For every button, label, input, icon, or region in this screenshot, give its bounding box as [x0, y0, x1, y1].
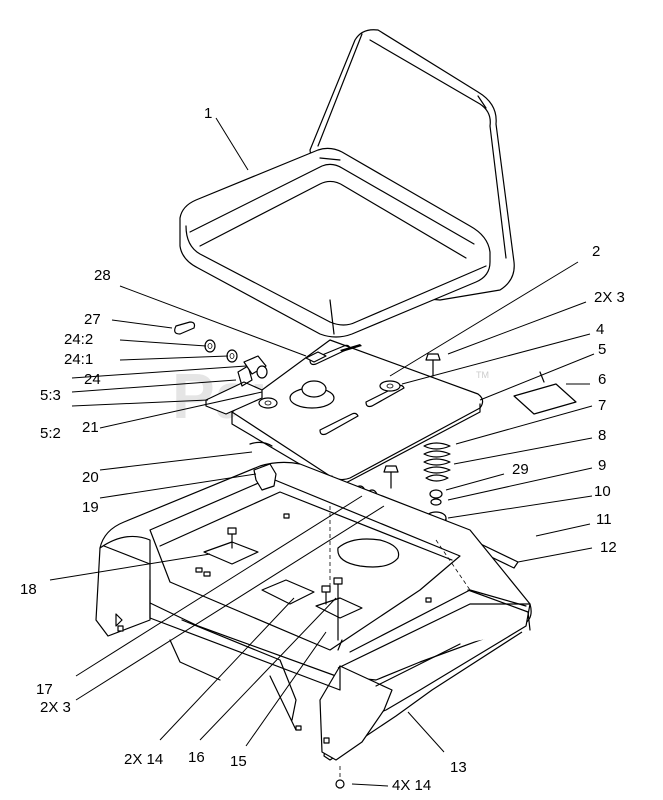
callout-24-2: 24:2: [64, 331, 93, 348]
callout-2x3-top: 2X 3: [594, 289, 625, 306]
callout-21: 21: [82, 419, 99, 436]
callout-17: 17: [36, 681, 53, 698]
callout-18: 18: [20, 581, 37, 598]
callout-5: 5: [598, 341, 606, 358]
callout-15: 15: [230, 753, 247, 770]
callout-labels: 1 2 2X 3 4 5 6 7 8 9 10 11 12 13 4X 14 1…: [20, 105, 625, 794]
callout-29: 29: [512, 461, 529, 478]
callout-4x14: 4X 14: [392, 777, 431, 794]
callout-7: 7: [598, 397, 606, 414]
callout-1: 1: [204, 105, 212, 122]
callout-11: 11: [596, 511, 612, 528]
callout-12: 12: [600, 539, 617, 556]
callout-2: 2: [592, 243, 600, 260]
callout-2x3-bottom: 2X 3: [40, 699, 71, 716]
callout-28: 28: [94, 267, 111, 284]
callout-27: 27: [84, 311, 101, 328]
callout-6: 6: [598, 371, 606, 388]
callout-20: 20: [82, 469, 99, 486]
hardware-cluster: [174, 321, 362, 379]
callout-19: 19: [82, 499, 99, 516]
callout-8: 8: [598, 427, 606, 444]
callout-24: 24: [84, 371, 101, 388]
callout-2x14: 2X 14: [124, 751, 163, 768]
callout-16: 16: [188, 749, 205, 766]
leader-lines: [49, 117, 595, 787]
callout-4: 4: [596, 321, 604, 338]
trademark-text: TM: [476, 370, 489, 380]
callout-24-1: 24:1: [64, 351, 93, 368]
callout-10: 10: [594, 483, 611, 500]
callout-5-2: 5:2: [40, 425, 61, 442]
fender-body: [95, 441, 532, 789]
callout-5-3: 5:3: [40, 387, 61, 404]
callout-13: 13: [450, 759, 467, 776]
seat-drawing: [179, 29, 515, 338]
callout-9: 9: [598, 457, 606, 474]
